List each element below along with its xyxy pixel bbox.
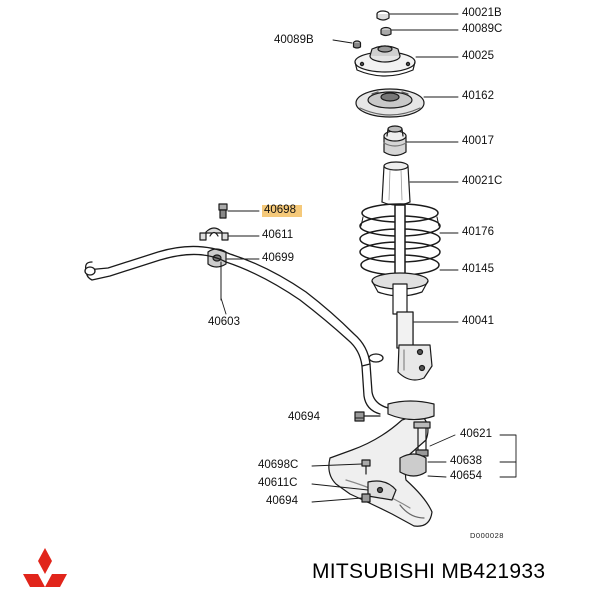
- part-number: MB421933: [441, 560, 546, 583]
- label-40611c: 40611C: [258, 477, 298, 489]
- label-40041: 40041: [462, 315, 494, 327]
- label-40017: 40017: [462, 135, 494, 147]
- label-40654: 40654: [450, 470, 482, 482]
- footer-caption: MITSUBISHI MB421933: [312, 560, 545, 584]
- drawing-code: D000028: [470, 531, 504, 540]
- label-40698-highlighted: 40698: [262, 204, 302, 217]
- label-40089b: 40089B: [274, 34, 314, 46]
- strut-assembly-40041: [392, 283, 433, 381]
- nut-40694-upper: [354, 411, 381, 422]
- label-40176: 40176: [462, 226, 494, 238]
- label-40603: 40603: [208, 316, 240, 328]
- brand-name: MITSUBISHI: [312, 560, 436, 583]
- label-40694-lower: 40694: [266, 495, 298, 507]
- bracket-40611: [199, 227, 229, 241]
- label-40638: 40638: [450, 455, 482, 467]
- label-40699: 40699: [262, 252, 294, 264]
- mitsubishi-logo: [23, 548, 67, 587]
- washer-40089c: [380, 26, 392, 37]
- label-40021c: 40021C: [462, 175, 503, 187]
- label-40611: 40611: [262, 229, 294, 241]
- nut-40089b: [352, 40, 362, 49]
- strut-nut-40021b: [376, 10, 390, 21]
- stabilizer-bar-40603: [84, 245, 389, 415]
- label-40025: 40025: [462, 50, 494, 62]
- nut-40694-lower: [361, 493, 371, 503]
- link-rod-40638: [413, 421, 431, 457]
- spring-seat-40162: [355, 88, 425, 118]
- label-40021b: 40021B: [462, 7, 502, 19]
- label-40089c: 40089C: [462, 23, 503, 35]
- strut-mount-40025: [354, 45, 416, 77]
- bolt-40698: [218, 203, 228, 219]
- label-40145: 40145: [462, 263, 494, 275]
- label-40698c: 40698C: [258, 459, 299, 471]
- label-40162: 40162: [462, 90, 494, 102]
- bracket-40611c: [367, 480, 397, 501]
- bushing-40654: [399, 453, 427, 477]
- coil-spring-40176: [359, 203, 441, 276]
- bolt-40698c: [361, 459, 371, 475]
- lower-arm-40621: [328, 400, 435, 527]
- dust-cover-40021c: [381, 161, 411, 206]
- leader-lines: [220, 13, 517, 503]
- label-40621: 40621: [460, 428, 492, 440]
- label-40694-upper: 40694: [288, 411, 320, 423]
- bump-stopper-40017: [383, 125, 407, 157]
